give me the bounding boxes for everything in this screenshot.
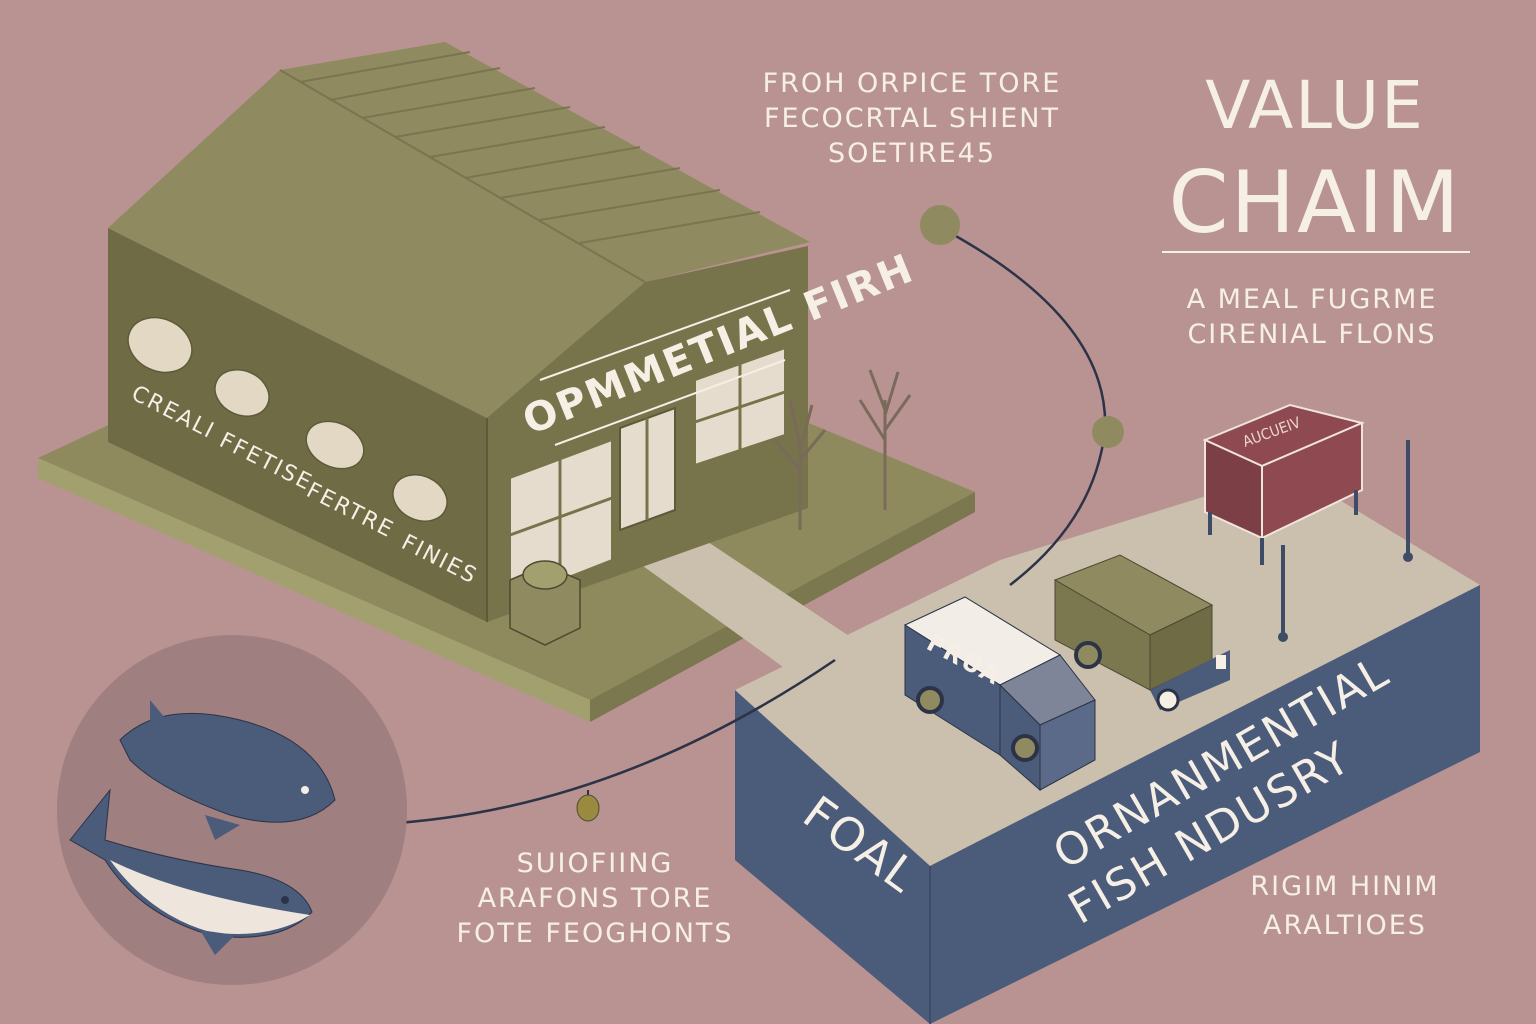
leaf-icon xyxy=(127,316,193,374)
caption-line: SUIOFIING xyxy=(517,848,674,879)
poles xyxy=(1281,440,1410,635)
fish-icon xyxy=(69,788,313,955)
caption-line: FOTE FEOGHONTS xyxy=(456,918,733,949)
fish-circle xyxy=(57,635,407,985)
title-block: VALUE CHAIM A MEAL FUGRME CIRENIAL FLONS xyxy=(1162,67,1470,350)
medallion-icon xyxy=(576,790,600,822)
caption-line: ARAFONS TORE xyxy=(478,883,713,914)
olive-truck-icon xyxy=(1053,554,1230,712)
subtitle-line: A MEAL FUGRME xyxy=(1187,284,1438,315)
leaf-icon xyxy=(392,474,448,522)
top-caption-line: FECOCRTAL SHIENT xyxy=(764,103,1060,134)
delivery-truck-icon: FRUA xyxy=(903,596,1096,792)
top-caption-line: FROH ORPICE TORE xyxy=(763,68,1062,99)
top-caption: FROH ORPICE TORE FECOCRTAL SHIENT SOETIR… xyxy=(763,68,1062,169)
industry-platform: FOAL ORNANMENTIAL FISH NDUSRY AUCUEIV xyxy=(735,403,1480,1024)
subtitle-line: CIRENIAL FLONS xyxy=(1187,319,1436,350)
leaf-icon xyxy=(214,369,270,417)
top-caption-line: SOETIRE45 xyxy=(828,138,996,169)
bottom-left-caption: SUIOFIING ARAFONS TORE FOTE FEOGHONTS xyxy=(456,848,733,949)
tree-icon xyxy=(773,399,827,530)
leaf-icon xyxy=(305,420,365,470)
caption-line: RIGIM HINIM xyxy=(1250,871,1439,902)
crate-stack xyxy=(509,560,581,646)
title-line-1: VALUE xyxy=(1205,67,1425,144)
caption-line: ARALTIOES xyxy=(1263,910,1427,941)
roof xyxy=(108,42,810,418)
kiosk: AUCUEIV xyxy=(1202,403,1366,565)
title-line-2: CHAIM xyxy=(1168,153,1461,253)
leaf-badges xyxy=(127,316,448,522)
node-dot xyxy=(1092,416,1124,448)
warehouse-building: OPMMETIAL FIRH CREALI FFETISE FERTRE FIN… xyxy=(108,42,921,646)
fish-icon xyxy=(119,700,336,840)
left-wall xyxy=(108,228,487,622)
tree-icon xyxy=(858,369,912,510)
bottom-right-caption: RIGIM HINIM ARALTIOES xyxy=(1250,871,1439,941)
node-dot xyxy=(920,205,960,245)
trees xyxy=(773,369,912,530)
